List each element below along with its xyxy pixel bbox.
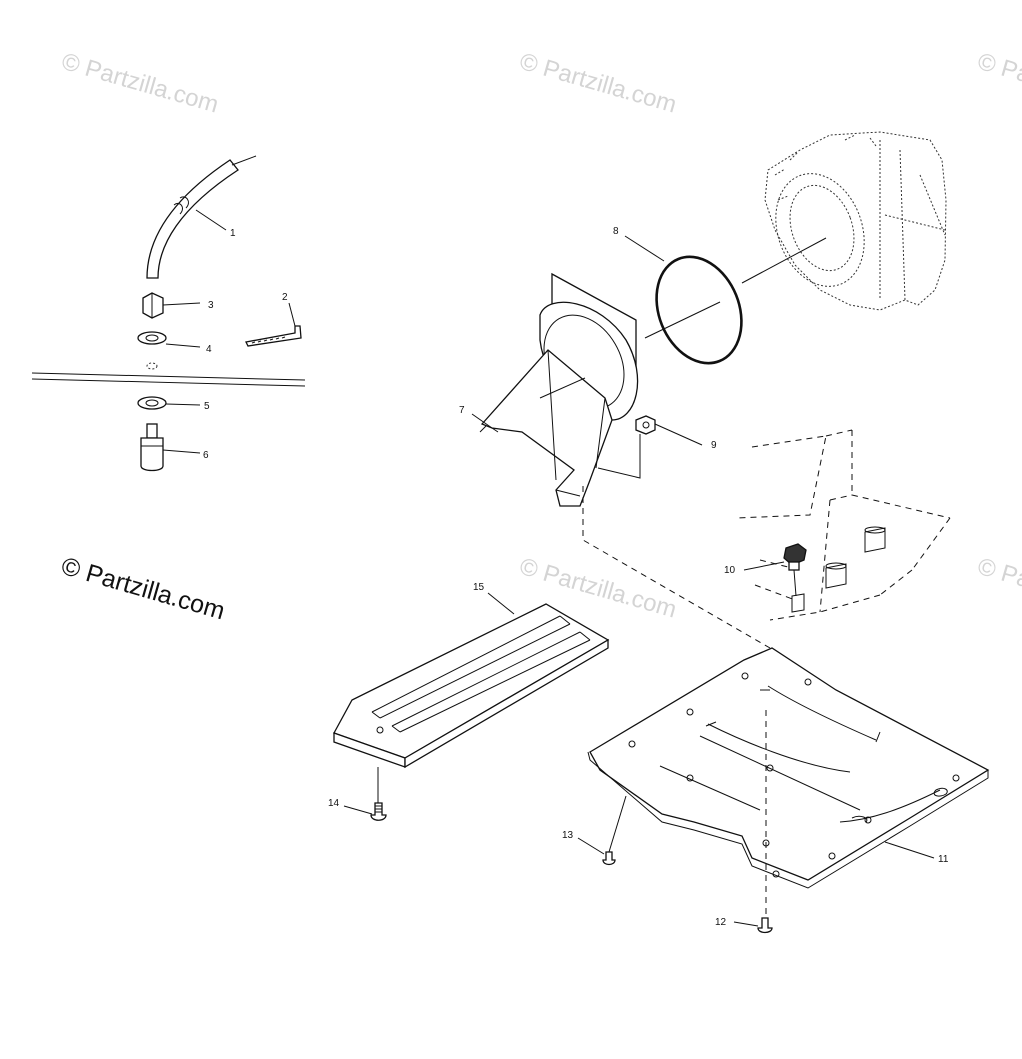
- callout-label: 8: [613, 226, 619, 237]
- dashed-box-outline: [735, 429, 951, 621]
- fitting-part: [140, 423, 201, 472]
- hull-edge-line: [31, 378, 306, 387]
- cable-tie-part: [245, 302, 302, 347]
- washer-bottom-part: [137, 396, 201, 410]
- callout-label: 10: [724, 565, 736, 576]
- intake-duct-part: [471, 272, 639, 507]
- drain-plug-part: [743, 543, 807, 597]
- alignment-line: [582, 486, 771, 649]
- pump-housing-part: [741, 131, 947, 311]
- callout-label: 6: [203, 450, 209, 461]
- callout-label: 7: [459, 405, 465, 416]
- ride-shoe-part: [333, 592, 610, 805]
- callout-label: 11: [938, 854, 949, 865]
- washer-top-part: [137, 331, 201, 370]
- hose-part: [146, 155, 257, 279]
- screw-12-part: [733, 917, 773, 934]
- nut-part: [142, 292, 201, 319]
- callout-label: 13: [562, 830, 574, 841]
- callout-label: 4: [206, 344, 212, 355]
- o-ring-part: [624, 235, 743, 365]
- callout-labels: 1 2 3 4 5 6 7 8 9 10 11 12 13 14 15: [203, 226, 949, 928]
- hull-edge-line: [31, 372, 306, 381]
- ride-plate-part: [587, 647, 990, 889]
- callout-label: 3: [208, 300, 214, 311]
- callout-label: 5: [204, 401, 210, 412]
- callout-label: 14: [328, 798, 340, 809]
- screw-14-part: [343, 802, 387, 821]
- box-feet: [791, 526, 886, 613]
- screw-13-part: [577, 795, 627, 866]
- callout-label: 2: [282, 292, 288, 303]
- callout-label: 1: [230, 228, 236, 239]
- callout-label: 12: [715, 917, 727, 928]
- callout-label: 9: [711, 440, 717, 451]
- callout-label: 15: [473, 582, 485, 593]
- nut-9-part: [597, 415, 703, 479]
